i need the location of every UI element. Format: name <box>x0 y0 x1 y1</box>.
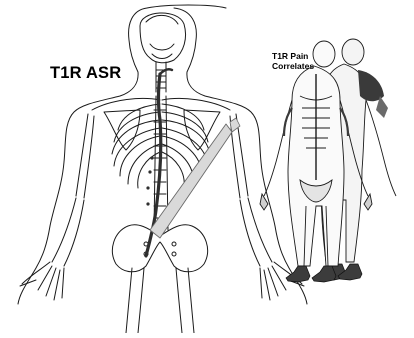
skull <box>140 13 186 63</box>
left-hand <box>20 262 64 300</box>
pain-correlates-title: T1R Pain Correlates <box>272 52 332 71</box>
main-body-figure <box>18 5 307 333</box>
left-humerus <box>76 114 94 198</box>
pain-correlates-line1: T1R Pain <box>272 51 308 61</box>
clavicles <box>92 98 230 110</box>
pain-correlates-line2: Correlates <box>272 61 314 71</box>
main-title: T1R ASR <box>50 64 121 83</box>
